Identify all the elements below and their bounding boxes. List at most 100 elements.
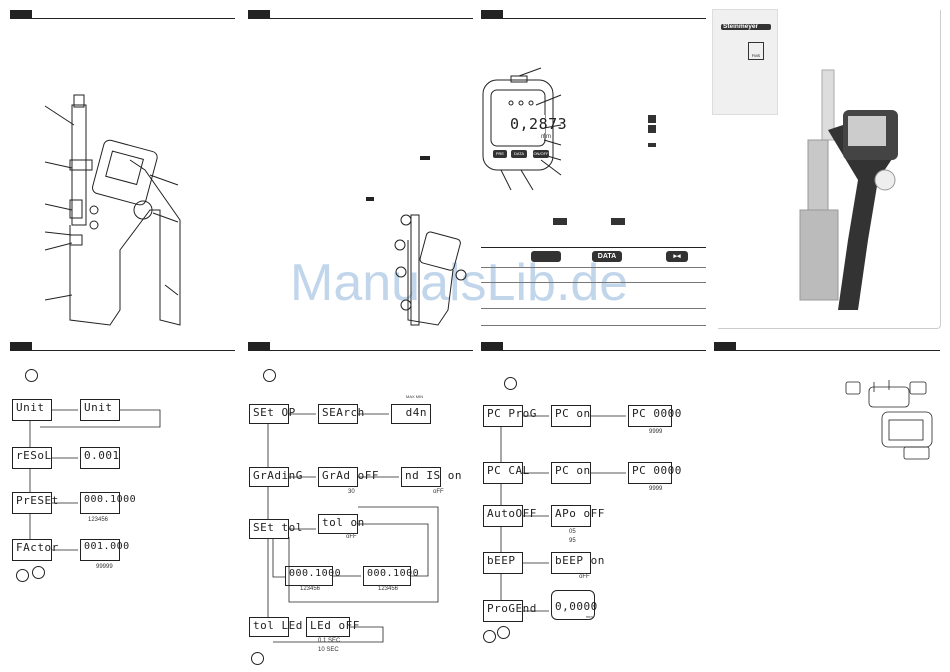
menu-pc-prog: PC ProG	[483, 405, 536, 427]
key-symbol	[553, 218, 567, 225]
grading-note: 30	[348, 489, 355, 495]
panel-device-overview	[10, 10, 235, 335]
menu-tol-lower: 000.1000	[363, 566, 419, 586]
maxmin-note: MAX MIN	[406, 394, 424, 399]
beep-note: oFF	[579, 574, 590, 580]
menu-pc-on: PC on	[551, 405, 591, 427]
step-marker	[32, 566, 45, 579]
section-tab	[481, 10, 503, 18]
led-note2: 10 SEC	[318, 647, 339, 653]
section-tab	[714, 342, 736, 350]
table-rule	[481, 325, 706, 326]
key-symbol	[648, 143, 656, 147]
product-photo	[799, 69, 898, 310]
watermark: ManualsLib.de	[290, 254, 629, 312]
step-marker	[25, 369, 38, 382]
display-reading: 0,2873	[507, 115, 567, 133]
menu-tol-on: tol on	[318, 514, 364, 534]
key-symbol	[648, 125, 656, 133]
menu-search: SEArch	[318, 404, 364, 424]
brand-badge: FMS	[748, 42, 764, 60]
apo-note2: 95	[569, 538, 576, 544]
table-key-pre	[531, 251, 561, 262]
data-key[interactable]: DATA	[511, 150, 527, 158]
gauge-drawing	[44, 94, 181, 326]
step-marker	[497, 626, 510, 639]
table-rule	[481, 267, 706, 268]
brand-name: Steinmeyer	[723, 23, 759, 30]
key-symbol	[420, 156, 430, 160]
menu-auto-off: AutoOFF	[483, 505, 536, 527]
menu-grading: GrAdinG	[249, 467, 302, 487]
table-key-onoff: ▸◂	[666, 251, 688, 262]
preset-note: 123456	[88, 517, 109, 523]
menu-tol-led: tol LEd	[249, 617, 302, 637]
menu-nd-is-on: nd IS on	[401, 467, 461, 487]
menu-unit-value: Unit	[80, 399, 120, 421]
menu-led-off: LEd oFF	[306, 617, 359, 637]
menu-pc-cal-on: PC on	[551, 462, 591, 484]
flow-arrows	[267, 413, 439, 643]
key-symbol	[366, 197, 374, 201]
menu-prog-end: ProGEnd	[483, 600, 536, 622]
menu-grad-off: GrAd oFF	[318, 467, 378, 487]
menu-factor: FActor	[12, 539, 58, 561]
section-tab	[10, 342, 32, 350]
key-symbol	[611, 218, 625, 225]
cover-frame	[718, 10, 941, 329]
menu-resolution-value: 0.001	[80, 447, 120, 469]
step-marker	[504, 377, 517, 390]
menu-factor-value: 001.000	[80, 539, 129, 561]
flow-arrows	[500, 415, 626, 612]
menu-pc-cal-value: PC 0000	[628, 462, 681, 484]
panel-setup-menu: SEt OP SEArch d4n MAX MIN GrAdinG GrAd o…	[248, 342, 473, 667]
led-note1: 0.1 SEC	[318, 638, 341, 644]
factor-note: 99999	[96, 564, 113, 570]
section-rule	[248, 18, 473, 19]
table-key-data: DATA	[592, 251, 622, 262]
panel-comm-menu: PC ProG PC on PC 0000 9999 PC CAL PC on …	[481, 342, 706, 667]
menu-dyn: d4n	[391, 404, 431, 424]
menu-pc-value: PC 0000	[628, 405, 681, 427]
key-symbol	[648, 115, 656, 123]
menu-preset: PrESEt	[12, 492, 58, 514]
menu-beep-on: bEEP on	[551, 552, 604, 574]
brand-stamp: Steinmeyer FMS	[712, 9, 778, 115]
section-rule	[481, 350, 706, 351]
section-rule	[10, 18, 235, 19]
table-rule	[481, 282, 706, 283]
section-rule	[10, 350, 235, 351]
section-tab	[10, 10, 32, 18]
attachment-drawing	[394, 214, 467, 326]
pre-key[interactable]: PRE	[493, 150, 507, 158]
menu-set-op: SEt OP	[249, 404, 295, 424]
step-marker	[263, 369, 276, 382]
section-tab	[248, 10, 270, 18]
onoff-key[interactable]: ON/OFF	[533, 150, 549, 158]
panel-unit-menu: Unit Unit rESoL 0.001 PrESEt 000.1000 12…	[10, 342, 235, 667]
section-tab	[481, 342, 503, 350]
table-rule	[481, 308, 706, 309]
display-drawing	[482, 67, 562, 191]
step-marker	[483, 630, 496, 643]
section-tab	[248, 342, 270, 350]
battery-drawing	[845, 380, 933, 460]
section-rule	[481, 18, 706, 19]
panel-battery	[714, 342, 940, 667]
menu-preset-value: 000.1000	[80, 492, 136, 514]
pc-cal-note: 9999	[649, 486, 663, 492]
menu-pc-cal: PC CAL	[483, 462, 529, 484]
table-rule	[481, 247, 706, 248]
step-marker	[251, 652, 264, 665]
menu-apo-off: APo oFF	[551, 505, 604, 527]
flow-arrows	[29, 409, 161, 551]
apo-note1: 05	[569, 529, 576, 535]
display-unit: mm	[541, 134, 551, 140]
menu-tol-upper: 000.1000	[285, 566, 341, 586]
step-marker	[16, 569, 29, 582]
menu-resolution: rESoL	[12, 447, 52, 469]
section-rule	[714, 350, 940, 351]
section-rule	[248, 350, 473, 351]
upper-note: 123456	[300, 586, 321, 592]
pc-note: 9999	[649, 429, 663, 435]
